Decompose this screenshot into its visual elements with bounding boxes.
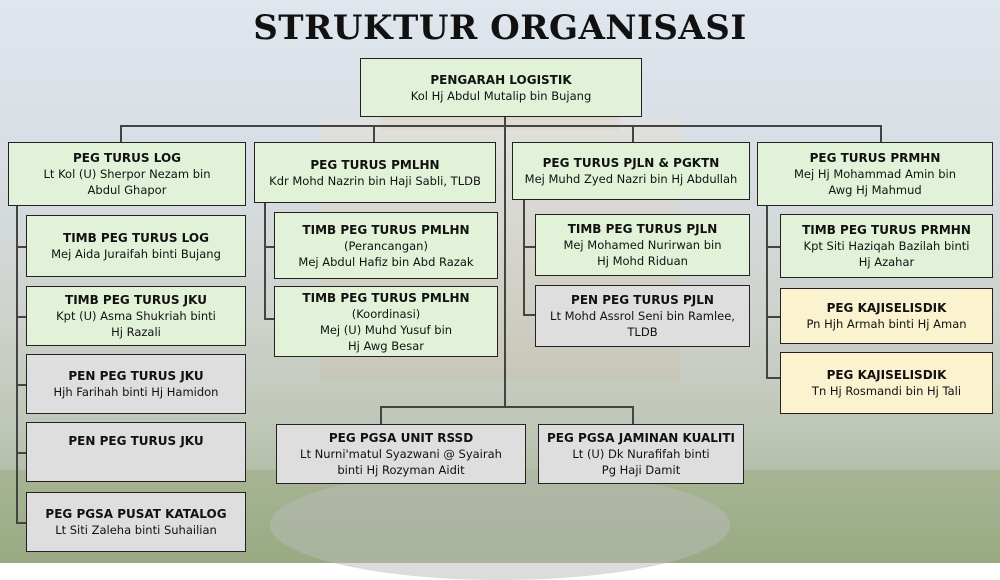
unit-box: TIMB PEG TURUS PMLHN (Koordinasi) Mej (U… <box>274 286 498 357</box>
connector-div3-unit2 <box>523 314 535 316</box>
connector-director-down <box>504 117 506 407</box>
division-name-line: Kdr Mohd Nazrin bin Haji Sabli, TLDB <box>269 173 481 188</box>
connector-direct-right-drop <box>632 406 634 424</box>
unit-name-line: Hj Awg Besar <box>348 338 424 353</box>
connector-div4-unit3 <box>766 377 780 379</box>
unit-name-line: Mej Abdul Hafiz bin Abd Razak <box>298 254 474 269</box>
division-box-log: PEG TURUS LOG Lt Kol (U) Sherpor Nezam b… <box>8 142 246 206</box>
page-title: STRUKTUR ORGANISASI <box>253 8 747 48</box>
director-title: PENGARAH LOGISTIK <box>430 72 572 87</box>
unit-box: TIMB PEG TURUS JKU Kpt (U) Asma Shukriah… <box>26 286 246 346</box>
unit-title: TIMB PEG TURUS PRMHN <box>802 223 971 237</box>
unit-title: TIMB PEG TURUS PMLHN <box>302 222 470 237</box>
unit-name-line: Lt Nurni'matul Syazwani @ Syairah <box>300 447 502 461</box>
unit-name-line: Lt (U) Dk Nurafifah binti <box>572 447 710 461</box>
unit-box: PEG PGSA PUSAT KATALOG Lt Siti Zaleha bi… <box>26 492 246 552</box>
division-title: PEG TURUS LOG <box>72 151 182 165</box>
connector-div4-unit2 <box>766 316 780 318</box>
unit-title: TIMB PEG TURUS PMLHN <box>302 290 470 305</box>
division-name-line: Mej Muhd Zyed Nazri bin Hj Abdullah <box>524 172 738 186</box>
unit-name-line: (Koordinasi) <box>351 306 421 321</box>
division-box-pmlhn: PEG TURUS PMLHN Kdr Mohd Nazrin bin Haji… <box>254 142 496 203</box>
unit-box: PEG KAJISELISDIK Pn Hjh Armah binti Hj A… <box>780 288 993 344</box>
unit-name-line: Mej Aida Juraifah binti Bujang <box>51 247 221 261</box>
connector-div1-spine <box>16 206 18 523</box>
unit-box: PEN PEG TURUS PJLN Lt Mohd Assrol Seni b… <box>535 285 750 347</box>
unit-title: TIMB PEG TURUS PJLN <box>567 222 718 236</box>
unit-name-line: Mej (U) Muhd Yusuf bin <box>319 322 453 337</box>
division-box-pjln: PEG TURUS PJLN & PGKTN Mej Muhd Zyed Naz… <box>512 142 750 200</box>
connector-div1-unit1 <box>16 246 26 248</box>
division-name-line: Awg Hj Mahmud <box>828 183 922 197</box>
unit-name-line: Pn Hjh Armah binti Hj Aman <box>806 317 967 331</box>
unit-title: PEG KAJISELISDIK <box>826 301 947 315</box>
unit-name-line: Kpt (U) Asma Shukriah binti <box>56 309 216 323</box>
unit-name-line: Mej Mohamed Nurirwan bin <box>563 238 722 252</box>
unit-title: PEG PGSA PUSAT KATALOG <box>45 507 227 521</box>
unit-title: TIMB PEG TURUS JKU <box>65 293 207 307</box>
connector-div1-drop <box>120 125 122 142</box>
unit-title: PEN PEG TURUS PJLN <box>571 293 714 307</box>
connector-div2-drop <box>373 125 375 142</box>
connector-div1-unit5 <box>16 522 26 524</box>
unit-title: PEG PGSA UNIT RSSD <box>328 431 474 445</box>
division-title: PEG TURUS PRMHN <box>809 151 941 165</box>
direct-report-box: PEG PGSA UNIT RSSD Lt Nurni'matul Syazwa… <box>276 424 526 484</box>
connector-div4-spine <box>766 206 768 378</box>
unit-name-line: Tn Hj Rosmandi bin Hj Tali <box>811 384 962 398</box>
unit-title: TIMB PEG TURUS LOG <box>63 231 209 245</box>
unit-title: PEN PEG TURUS JKU <box>68 369 204 383</box>
connector-div2-unit1 <box>264 246 274 248</box>
unit-name-line: Hjh Farihah binti Hj Hamidon <box>53 385 219 399</box>
unit-name-line: Kpt Siti Haziqah Bazilah binti <box>803 239 970 253</box>
unit-name-line: Hj Azahar <box>858 255 915 269</box>
unit-name-line: Hj Razali <box>111 325 161 339</box>
division-box-prmhn: PEG TURUS PRMHN Mej Hj Mohammad Amin bin… <box>757 142 993 206</box>
connector-div4-drop <box>880 125 882 142</box>
unit-name-line: TLDB <box>627 325 658 339</box>
connector-div1-unit2 <box>16 316 26 318</box>
connector-div1-unit3 <box>16 384 26 386</box>
unit-box: PEN PEG TURUS JKU Hjh Farihah binti Hj H… <box>26 354 246 414</box>
unit-title: PEG KAJISELISDIK <box>826 368 947 382</box>
unit-name-line: Pg Haji Damit <box>601 463 681 477</box>
director-name: Kol Hj Abdul Mutalip bin Bujang <box>410 88 592 103</box>
division-title: PEG TURUS PJLN & PGKTN <box>542 156 720 170</box>
unit-name-line: Lt Mohd Assrol Seni bin Ramlee, <box>550 309 735 323</box>
unit-name-line: Lt Siti Zaleha binti Suhailian <box>55 523 217 537</box>
connector-div3-drop <box>632 125 634 142</box>
connector-div3-unit1 <box>523 246 535 248</box>
direct-report-box: PEG PGSA JAMINAN KUALITI Lt (U) Dk Nuraf… <box>538 424 744 484</box>
unit-box: TIMB PEG TURUS LOG Mej Aida Juraifah bin… <box>26 215 246 277</box>
unit-box: PEN PEG TURUS JKU <box>26 422 246 482</box>
unit-name-line: Hj Mohd Riduan <box>597 254 688 268</box>
unit-box: PEG KAJISELISDIK Tn Hj Rosmandi bin Hj T… <box>780 352 993 414</box>
unit-box: TIMB PEG TURUS PJLN Mej Mohamed Nurirwan… <box>535 214 750 276</box>
division-name-line: Lt Kol (U) Sherpor Nezam bin <box>43 167 211 181</box>
director-box: PENGARAH LOGISTIK Kol Hj Abdul Mutalip b… <box>360 58 642 117</box>
connector-div2-unit2 <box>264 318 274 320</box>
connector-direct-bar <box>380 406 634 408</box>
connector-div2-spine <box>264 203 266 319</box>
unit-title: PEG PGSA JAMINAN KUALITI <box>547 431 735 445</box>
fountain-shape <box>270 470 730 580</box>
connector-div1-unit4 <box>16 452 26 454</box>
connector-division-bar <box>120 125 882 127</box>
unit-name-line: (Perancangan) <box>344 238 428 253</box>
connector-div4-unit1 <box>766 246 780 248</box>
division-name-line: Mej Hj Mohammad Amin bin <box>793 167 957 181</box>
unit-box: TIMB PEG TURUS PMLHN (Perancangan) Mej A… <box>274 212 498 279</box>
connector-div3-spine <box>523 200 525 315</box>
division-name-line: Abdul Ghapor <box>87 183 167 197</box>
unit-name-line: binti Hj Rozyman Aidit <box>337 463 465 477</box>
unit-box: TIMB PEG TURUS PRMHN Kpt Siti Haziqah Ba… <box>780 214 993 278</box>
division-title: PEG TURUS PMLHN <box>310 157 440 172</box>
unit-title: PEN PEG TURUS JKU <box>68 434 204 448</box>
connector-direct-left-drop <box>380 406 382 424</box>
